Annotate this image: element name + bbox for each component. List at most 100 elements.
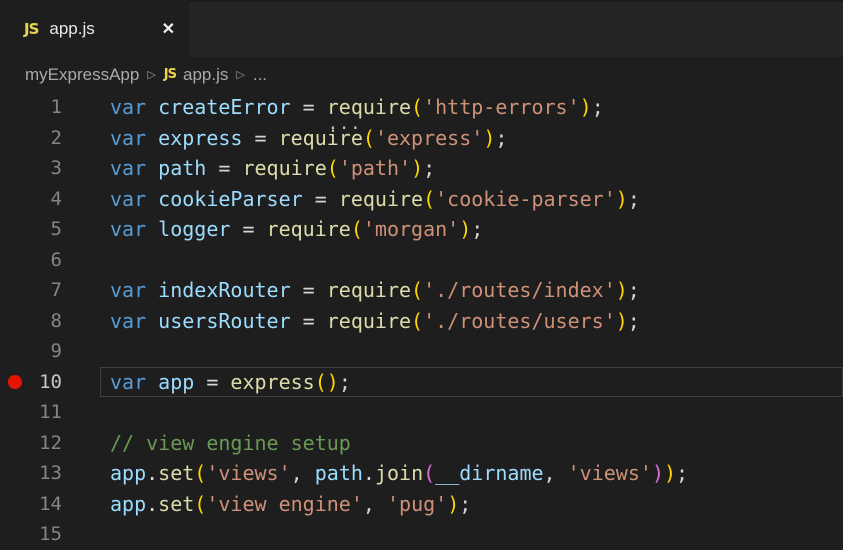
code-token: './routes/index' (423, 278, 616, 302)
code-line[interactable]: 8 var usersRouter = require('./routes/use… (0, 306, 843, 337)
line-number[interactable]: 14 (39, 492, 62, 515)
code-text[interactable] (100, 519, 843, 550)
code-token: ) (459, 217, 472, 241)
code-token: 'path' (338, 156, 412, 180)
code-token: ; (423, 156, 436, 180)
code-line[interactable]: 12 // view engine setup (0, 428, 843, 459)
line-number[interactable]: 7 (50, 279, 62, 301)
code-token: ) (447, 491, 460, 516)
code-token: 'pug' (386, 491, 448, 516)
line-number[interactable]: 3 (50, 157, 62, 179)
code-token: 'http-errors' (423, 95, 580, 119)
code-text[interactable]: app.set('view engine', 'pug'); (100, 489, 843, 520)
gutter[interactable]: 13 (0, 458, 100, 489)
code-text[interactable]: var app = express(); (100, 366, 843, 397)
gutter[interactable]: 3 (0, 153, 100, 184)
code-token: path (158, 156, 207, 180)
breadcrumb-bar: myExpressApp ▷ JS app.js ▷ ... (0, 57, 843, 92)
code-text[interactable]: var createError = require('http-errors')… (100, 92, 843, 128)
code-token: ; (591, 95, 604, 119)
code-text[interactable]: var indexRouter = require('./routes/inde… (100, 275, 843, 306)
gutter[interactable]: 7 (0, 275, 100, 306)
code-text[interactable]: var express = require('express'); (100, 123, 843, 154)
gutter[interactable]: 2 (0, 123, 100, 154)
line-number[interactable]: 9 (50, 340, 62, 362)
code-token: createError (158, 95, 291, 119)
code-token: ( (362, 125, 375, 150)
code-line[interactable]: 10 var app = express(); (0, 366, 843, 398)
code-token: ) (483, 125, 496, 150)
code-line[interactable]: 13 app.set('views', path.join(__dirname, … (0, 458, 843, 489)
code-text[interactable]: // view engine setup (100, 428, 843, 459)
line-number[interactable]: 15 (39, 523, 62, 545)
code-text[interactable]: var usersRouter = require('./routes/user… (100, 306, 843, 337)
gutter[interactable]: 10 (0, 367, 100, 398)
line-number[interactable]: 6 (50, 248, 62, 271)
code-token: = (290, 278, 327, 302)
code-text[interactable]: app.set('views', path.join(__dirname, 'v… (100, 458, 843, 489)
code-text[interactable] (100, 397, 843, 428)
gutter[interactable]: 4 (0, 184, 100, 215)
line-number[interactable]: 10 (39, 370, 62, 393)
code-text[interactable]: var cookieParser = require('cookie-parse… (100, 184, 843, 215)
code-token: . (362, 461, 375, 485)
line-number[interactable]: 11 (39, 401, 62, 423)
breadcrumb-symbol-more[interactable]: ... (252, 64, 268, 84)
line-number[interactable]: 1 (50, 96, 62, 118)
breadcrumb-file[interactable]: app.js (183, 64, 229, 84)
code-line[interactable]: 5 var logger = require('morgan'); (0, 214, 843, 245)
line-number[interactable]: 13 (39, 462, 62, 484)
code-token: path (314, 461, 363, 485)
gutter[interactable]: 11 (0, 397, 100, 428)
code-token: var (110, 217, 159, 241)
code-line[interactable]: 15 (0, 519, 843, 550)
line-number[interactable]: 4 (50, 187, 62, 210)
code-token: require (338, 186, 424, 211)
close-icon[interactable]: ✕ (161, 20, 175, 38)
code-token: = (302, 186, 339, 211)
code-token: , (543, 461, 568, 485)
code-line[interactable]: 7 var indexRouter = require('./routes/ind… (0, 275, 843, 306)
gutter[interactable]: 15 (0, 519, 100, 550)
gutter[interactable]: 6 (0, 245, 100, 276)
gutter[interactable]: 9 (0, 336, 100, 367)
code-token: ; (627, 308, 640, 333)
gutter[interactable]: 8 (0, 306, 100, 337)
code-token: 'views' (567, 461, 652, 485)
code-text[interactable]: var path = require('path'); (100, 153, 843, 184)
gutter[interactable]: 14 (0, 489, 100, 520)
code-token: './routes/users' (423, 308, 616, 333)
code-token: 'views' (206, 461, 291, 485)
line-number[interactable]: 5 (50, 218, 62, 240)
gutter[interactable]: 12 (0, 428, 100, 459)
code-token: ( (194, 491, 207, 516)
code-line[interactable]: 14 app.set('view engine', 'pug'); (0, 489, 843, 520)
code-text[interactable] (100, 245, 843, 276)
code-token: ; (338, 369, 351, 394)
code-token: app (110, 491, 147, 516)
code-line[interactable]: 3 var path = require('path'); (0, 153, 843, 184)
code-text[interactable]: var logger = require('morgan'); (100, 214, 843, 245)
line-number[interactable]: 8 (50, 309, 62, 332)
code-token: require (326, 278, 412, 302)
breadcrumb-folder[interactable]: myExpressApp (25, 64, 140, 84)
code-line[interactable]: 11 (0, 397, 843, 428)
gutter[interactable]: 1 (0, 92, 100, 123)
code-line[interactable]: 6 (0, 245, 843, 276)
code-line[interactable]: 1 var createError = require('http-errors'… (0, 92, 843, 128)
code-token: ( (350, 217, 363, 241)
tab-appjs[interactable]: JS app.js ✕ (0, 0, 190, 57)
js-file-icon: JS (163, 67, 177, 82)
breakpoint-icon[interactable] (8, 374, 22, 389)
code-line[interactable]: 4 var cookieParser = require('cookie-pars… (0, 184, 843, 215)
line-number[interactable]: 2 (50, 126, 62, 149)
code-token: ( (326, 156, 339, 180)
code-line[interactable]: 9 (0, 336, 843, 367)
gutter[interactable]: 5 (0, 214, 100, 245)
code-line[interactable]: 2 var express = require('express'); (0, 123, 843, 154)
code-text[interactable] (100, 336, 843, 367)
code-token: ( (314, 369, 327, 394)
code-token: ) (579, 95, 592, 119)
line-number[interactable]: 12 (39, 431, 62, 454)
